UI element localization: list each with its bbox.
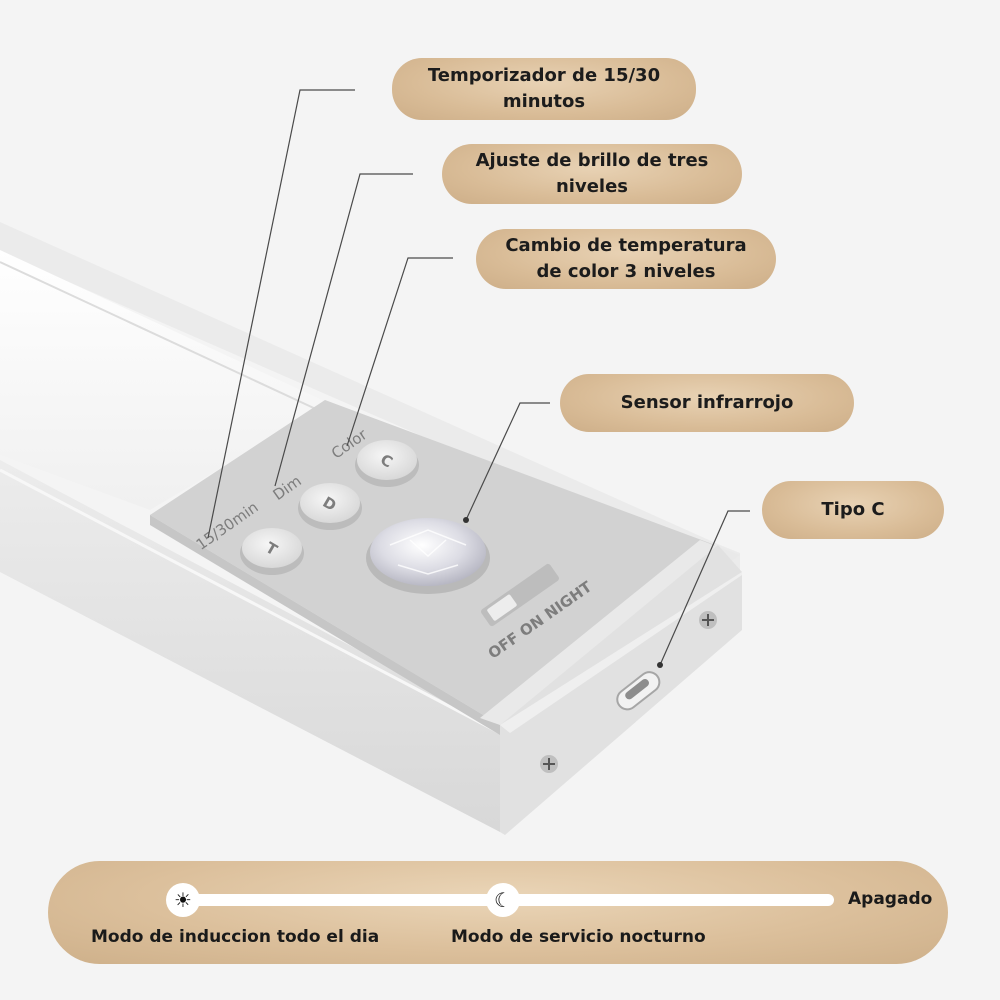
light-bar <box>0 222 742 835</box>
callout-type-c: Tipo C <box>762 481 944 539</box>
callout-brightness-text: Ajuste de brillo de tres niveles <box>475 150 709 197</box>
callout-color-temperature: Cambio de temperatura de color 3 niveles <box>476 229 776 289</box>
day-mode-label: Modo de induccion todo el dia <box>91 927 380 947</box>
color-temp-leader <box>346 257 453 447</box>
usb-c-port <box>616 671 661 711</box>
diffuser-lens <box>0 250 325 510</box>
sun-icon: ☀ <box>166 883 200 917</box>
infrared-sensor <box>366 518 490 594</box>
infrared-leader <box>465 402 550 521</box>
housing-side <box>0 460 500 832</box>
moon-icon: ☾ <box>486 883 520 917</box>
night-mode-label: Modo de servicio nocturno <box>451 927 706 947</box>
callout-timer-text: Temporizador de 15/30 minutos <box>427 65 661 112</box>
leader-lines <box>207 89 750 666</box>
callout-infrared-sensor: Sensor infrarrojo <box>560 374 854 432</box>
switch-knob[interactable] <box>486 594 517 622</box>
callout-timer: Temporizador de 15/30 minutos <box>392 58 696 120</box>
dim-button[interactable]: D <box>298 483 362 530</box>
timer-button[interactable]: T <box>240 528 304 575</box>
type-c-leader <box>659 510 750 666</box>
color-button[interactable]: C <box>355 440 419 487</box>
callout-type-c-text: Tipo C <box>821 499 885 520</box>
timer-leader <box>207 89 355 539</box>
callout-color-temperature-text: Cambio de temperatura de color 3 niveles <box>505 235 747 282</box>
brightness-leader <box>274 173 413 487</box>
callout-infrared-sensor-text: Sensor infrarrojo <box>620 392 794 413</box>
callout-brightness: Ajuste de brillo de tres niveles <box>442 144 742 204</box>
screw-icon <box>540 755 558 773</box>
screw-icon <box>699 611 717 629</box>
mode-bar: ☀ ☾ Modo de induccion todo el dia Modo d… <box>48 861 948 964</box>
off-label: Apagado <box>848 889 933 909</box>
